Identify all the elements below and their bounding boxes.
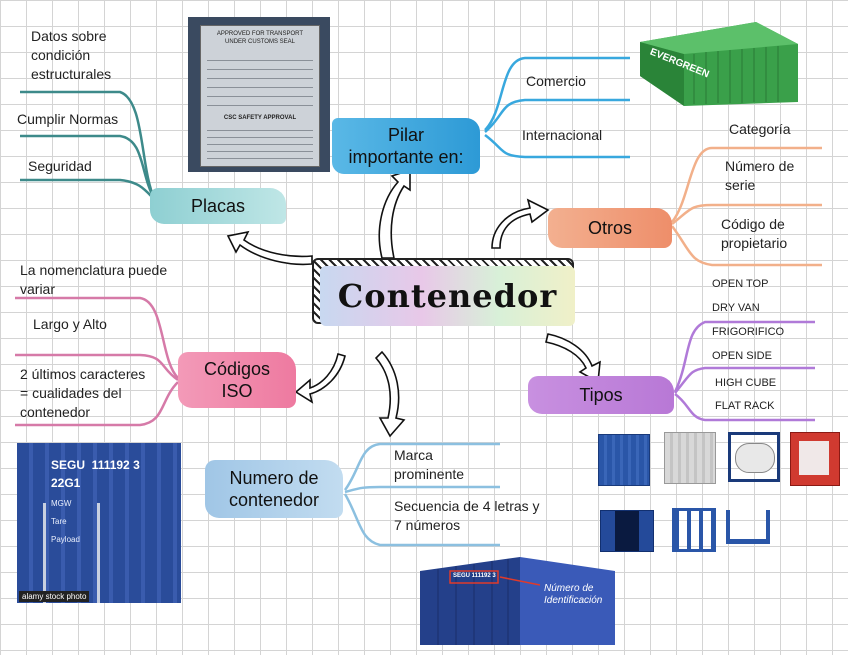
container-type-thumb-4 bbox=[790, 432, 840, 486]
iso-row-2: Tare bbox=[51, 515, 67, 529]
iso-item-3: 2 últimos caracteres = cualidades del co… bbox=[20, 365, 145, 422]
center-title: Contenedor bbox=[338, 277, 557, 315]
arrow-to-numero bbox=[376, 352, 404, 436]
iso-title: Códigos ISO bbox=[204, 358, 270, 402]
container-type-thumb-5 bbox=[600, 510, 654, 552]
pilar-item-2: Internacional bbox=[522, 126, 602, 145]
tipos-item-5: HIGH CUBE bbox=[715, 376, 776, 390]
otros-node: Otros bbox=[548, 208, 672, 248]
placas-item-1: Datos sobre condición estructurales bbox=[31, 27, 111, 84]
plate-rows-bottom bbox=[207, 124, 313, 162]
numero-title: Numero de contenedor bbox=[229, 467, 319, 511]
iso-item-2: Largo y Alto bbox=[33, 315, 107, 334]
plate-line-2: UNDER CUSTOMS SEAL bbox=[201, 38, 319, 46]
container-number-photo: SEGU 111192 3 Número de Identificación bbox=[410, 553, 620, 645]
plate-rows-top bbox=[207, 52, 313, 110]
tipos-item-1: OPEN TOP bbox=[712, 277, 768, 291]
iso-row-3: Payload bbox=[51, 533, 80, 547]
plate-line-3: CSC SAFETY APPROVAL bbox=[201, 114, 319, 122]
arrow-to-iso bbox=[296, 354, 345, 402]
pilar-node: Pilar importante en: bbox=[332, 118, 480, 174]
iso-code-line1: SEGU 111192 3 bbox=[51, 458, 140, 472]
arrow-to-tipos bbox=[546, 334, 600, 382]
csc-plate-photo: APPROVED FOR TRANSPORT UNDER CUSTOMS SEA… bbox=[188, 17, 330, 172]
arrow-to-pilar bbox=[379, 170, 410, 258]
numero-item-1: Marca prominente bbox=[394, 446, 464, 484]
container-type-thumb-3 bbox=[728, 432, 780, 482]
container-type-thumb-2 bbox=[664, 432, 716, 484]
container-type-thumb-6 bbox=[672, 508, 716, 552]
numero-item-2: Secuencia de 4 letras y 7 números bbox=[394, 497, 540, 535]
pilar-title: Pilar importante en: bbox=[348, 124, 463, 168]
otros-title: Otros bbox=[588, 217, 632, 239]
placas-title: Placas bbox=[191, 195, 245, 217]
photo-code: SEGU 111192 3 bbox=[453, 573, 496, 579]
center-node: Contenedor bbox=[312, 258, 577, 328]
container-type-thumb-1 bbox=[598, 434, 650, 486]
iso-node: Códigos ISO bbox=[178, 352, 296, 408]
tipos-item-4: OPEN SIDE bbox=[712, 349, 772, 363]
watermark: alamy stock photo bbox=[19, 591, 89, 602]
iso-code-line2: 22G1 bbox=[51, 476, 80, 490]
iso-container-door-photo: SEGU 111192 3 22G1 MGW Tare Payload alam… bbox=[17, 443, 181, 603]
door-bar-left bbox=[43, 503, 46, 603]
otros-item-2: Número de serie bbox=[725, 157, 794, 195]
green-container-photo: EVERGREEN bbox=[636, 14, 801, 106]
placas-item-2: Cumplir Normas bbox=[17, 110, 118, 129]
plate-line-1: APPROVED FOR TRANSPORT bbox=[201, 30, 319, 38]
placas-item-3: Seguridad bbox=[28, 157, 92, 176]
pilar-item-1: Comercio bbox=[526, 72, 586, 91]
container-type-thumb-7 bbox=[726, 510, 770, 544]
tipos-item-6: FLAT RACK bbox=[715, 399, 775, 413]
iso-row-1: MGW bbox=[51, 497, 71, 511]
arrow-to-placas bbox=[228, 232, 312, 264]
plate-face: APPROVED FOR TRANSPORT UNDER CUSTOMS SEA… bbox=[200, 25, 320, 167]
otros-item-1: Categoría bbox=[729, 120, 790, 139]
center-box: Contenedor bbox=[320, 266, 575, 326]
tipos-item-2: DRY VAN bbox=[712, 301, 760, 315]
placas-branches bbox=[20, 92, 155, 200]
placas-node: Placas bbox=[150, 188, 286, 224]
door-bar-right bbox=[97, 503, 100, 603]
iso-item-1: La nomenclatura puede variar bbox=[20, 261, 167, 299]
tipos-title: Tipos bbox=[579, 384, 622, 406]
tipos-item-3: FRIGORIFICO bbox=[712, 325, 784, 339]
otros-item-3: Código de propietario bbox=[721, 215, 787, 253]
numero-node: Numero de contenedor bbox=[205, 460, 343, 518]
tipos-node: Tipos bbox=[528, 376, 674, 414]
arrow-to-otros bbox=[492, 200, 548, 248]
photo-label: Número de Identificación bbox=[544, 583, 602, 607]
